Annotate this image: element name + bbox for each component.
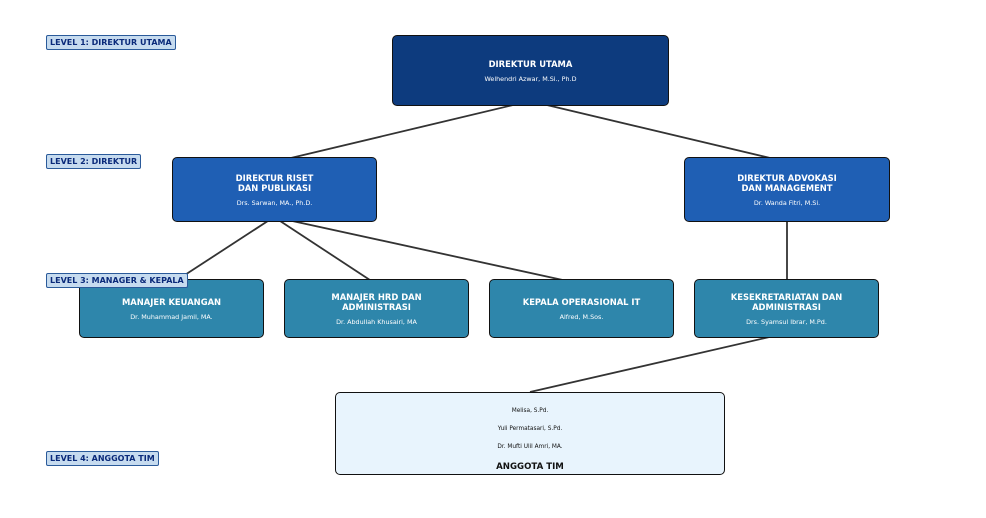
node-title: DIREKTUR RISET DAN PUBLIKASI [235,172,314,193]
node-person: Dr. Muhammad Jamil, MA. [130,312,213,321]
node-direktur-riset: DIREKTUR RISET DAN PUBLIKASI Drs. Sarwan… [172,157,377,222]
level-2-label: LEVEL 2: DIREKTUR [46,154,142,169]
node-person: Welhendri Azwar, M.Si., Ph.D [484,74,577,83]
node-person: Dr. Abdullah Khusairi, MA [336,317,417,326]
node-kesekretariatan: KESEKRETARIATAN DAN ADMINISTRASI Drs. Sy… [694,279,879,338]
link-utama-advokasi [529,100,788,163]
node-title: MANAJER HRD DAN ADMINISTRASI [331,291,422,312]
node-direktur-advokasi: DIREKTUR ADVOKASI DAN MANAGEMENT Dr. Wan… [684,157,890,222]
node-direktur-utama: DIREKTUR UTAMA Welhendri Azwar, M.Si., P… [392,35,669,106]
link-utama-riset [273,100,531,163]
link-riset-keuangan [170,216,275,285]
level-3-label: LEVEL 3: MANAGER & KEPALA [46,273,188,288]
node-title: MANAJER KEUANGAN [121,296,222,307]
link-riset-hrd [273,216,377,285]
node-person: Drs. Sarwan, MA., Ph.D. [236,198,313,207]
node-title: DIREKTUR ADVOKASI DAN MANAGEMENT [737,172,837,193]
node-person: Alfred, M.Sos. [559,312,604,321]
node-anggota-tim: Melisa, S.Pd. Yuli Permatasari, S.Pd. Dr… [335,392,725,475]
node-kepala-operasional-it: KEPALA OPERASIONAL IT Alfred, M.Sos. [489,279,674,338]
link-sekretariat-anggota [529,332,788,393]
member-item: Dr. Mufti Ulil Amri, MA. [497,444,563,450]
node-person: Dr. Wanda Fitri, M.Si. [753,198,821,207]
member-item: Melisa, S.Pd. [511,408,549,414]
node-title: ANGGOTA TIM [496,462,564,472]
node-title: KEPALA OPERASIONAL IT [522,296,641,307]
node-title: DIREKTUR UTAMA [488,58,573,69]
link-riset-it [273,216,582,285]
level-4-label: LEVEL 4: ANGGOTA TIM [46,451,159,466]
member-item: Yuli Permatasari, S.Pd. [497,426,563,432]
node-person: Drs. Syamsul Ibrar, M.Pd. [746,317,827,326]
node-title: KESEKRETARIATAN DAN ADMINISTRASI [730,291,843,312]
node-manajer-hrd: MANAJER HRD DAN ADMINISTRASI Dr. Abdulla… [284,279,469,338]
level-1-label: LEVEL 1: DIREKTUR UTAMA [46,35,176,50]
